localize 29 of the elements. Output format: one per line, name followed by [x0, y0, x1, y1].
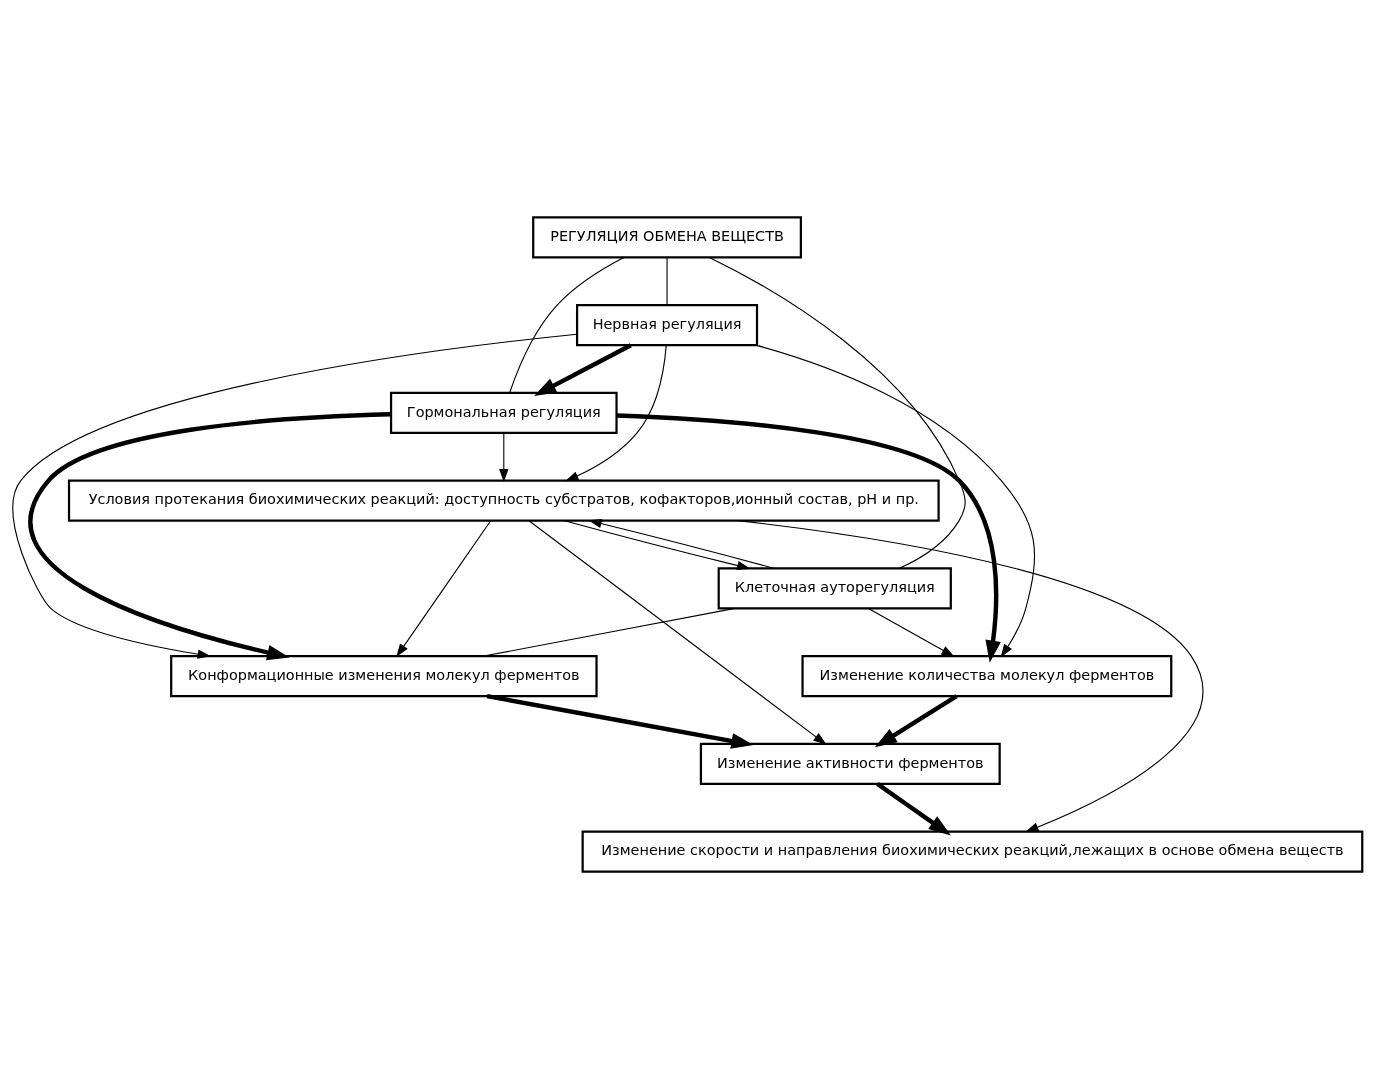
node-box: РЕГУЛЯЦИЯ ОБМЕНА ВЕЩЕСТВ — [532, 215, 802, 259]
arrow — [486, 693, 754, 749]
arrow — [737, 519, 1204, 832]
arrow — [534, 342, 632, 396]
node-box: Нервная регуляция — [576, 303, 759, 346]
arrow — [588, 518, 775, 569]
node-box: Клеточная ауторегуляция — [717, 566, 952, 609]
arrow — [616, 412, 1001, 663]
arrow — [564, 519, 751, 570]
arrow — [874, 693, 958, 747]
arrow — [528, 519, 827, 745]
node-box: Условия протекания биохимических реакций: доступность субстратов, кофакторов,ионный состав, pH и пр. — [67, 479, 940, 522]
connector — [666, 256, 668, 306]
arrow — [12, 333, 578, 659]
connector — [509, 256, 625, 393]
arrow — [755, 344, 1035, 657]
node-box: Изменение активности ферментов — [699, 742, 1001, 785]
arrow — [28, 411, 391, 660]
arrow — [867, 607, 955, 657]
node-box: Изменение количества молекул ферментов — [801, 654, 1173, 697]
arrow — [499, 431, 509, 482]
connector — [483, 607, 736, 657]
arrow — [565, 344, 667, 481]
node-box: Конформационные изменения молекул ферментов — [170, 654, 598, 697]
node-box: Изменение скорости и направления биохимических реакций,лежащих в основе обмена веществ — [581, 829, 1364, 873]
arrow — [876, 781, 951, 835]
arrow — [396, 519, 492, 657]
connector — [709, 256, 966, 569]
node-box: Гормональная регуляция — [389, 391, 618, 434]
